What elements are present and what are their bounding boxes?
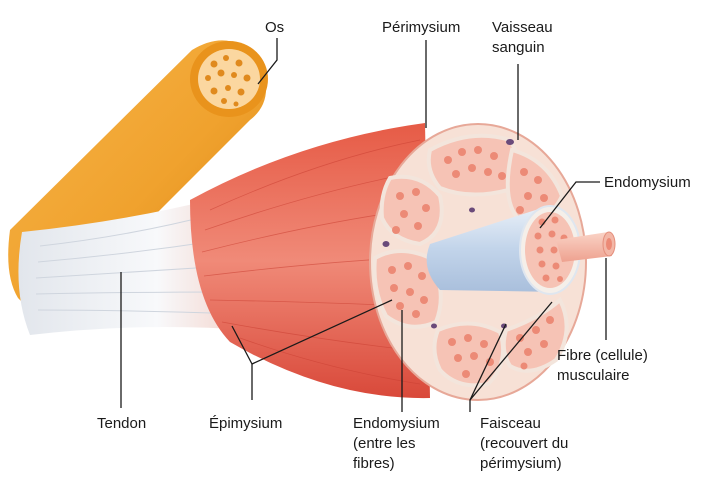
label-perimysium: Périmysium xyxy=(382,19,460,36)
label-tendon: Tendon xyxy=(97,415,146,432)
label-epimysium: Épimysium xyxy=(209,415,282,432)
label-endomysium-line3: fibres) xyxy=(353,455,395,472)
label-os: Os xyxy=(265,19,284,36)
label-fibre-line1: Fibre (cellule) xyxy=(557,347,648,364)
label-vaisseau-line1: Vaisseau xyxy=(492,19,553,36)
label-faisceau-line3: périmysium) xyxy=(480,455,562,472)
label-fibre-line2: musculaire xyxy=(557,367,630,384)
label-vaisseau-line2: sanguin xyxy=(492,39,545,56)
label-endomysium-line2: (entre les xyxy=(353,435,416,452)
label-endomysium-top: Endomysium xyxy=(604,174,691,191)
label-faisceau-line2: (recouvert du xyxy=(480,435,568,452)
label-endomysium-line1: Endomysium xyxy=(353,415,440,432)
label-faisceau-line1: Faisceau xyxy=(480,415,541,432)
